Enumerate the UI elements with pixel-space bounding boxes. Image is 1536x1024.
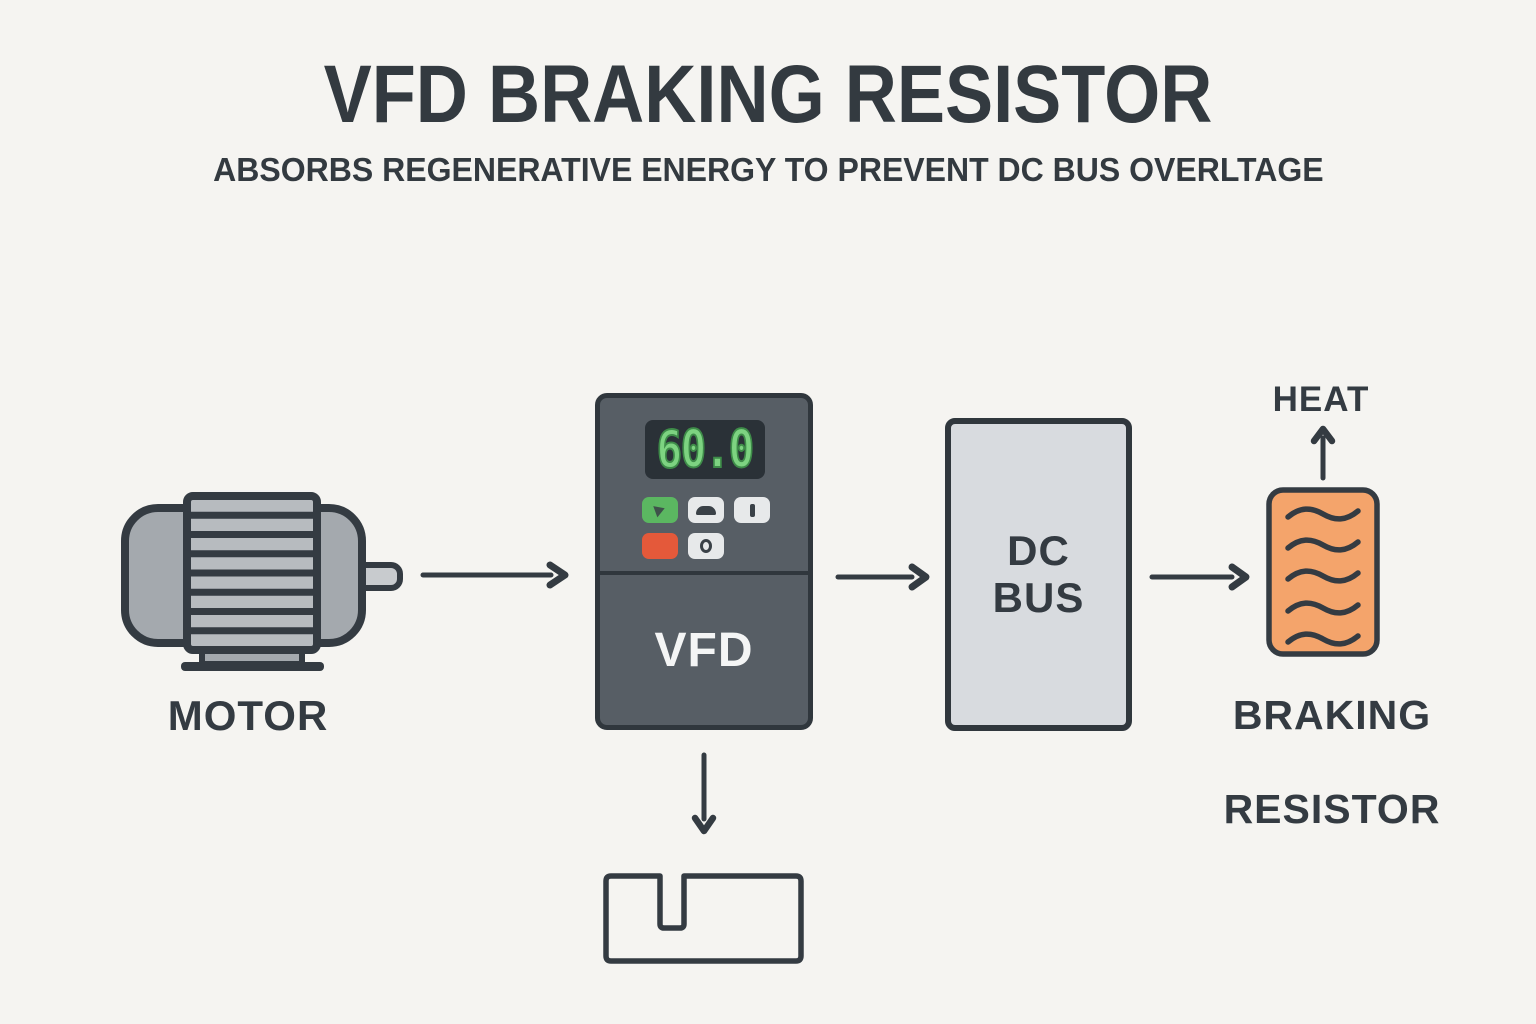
power-on-icon [749, 503, 755, 517]
motor-icon [121, 492, 403, 671]
vfd-display: 60.0 [645, 420, 765, 479]
run-icon [653, 502, 667, 518]
braking-resistor-label-line2: RESISTOR [1223, 786, 1441, 833]
power-on-button [734, 497, 770, 523]
drop-arrow-vfd-down [691, 752, 717, 835]
power-off-icon [700, 539, 712, 553]
heat-label: HEAT [1272, 380, 1370, 419]
dome-button [688, 497, 724, 523]
vfd-divider [600, 571, 808, 575]
notched-box-icon [603, 873, 804, 964]
page-subtitle: ABSORBS REGENERATIVE ENERGY TO PREVENT D… [212, 151, 1324, 188]
dc-bus-label-line2: BUS [992, 573, 1085, 621]
subheader: ABSORBS REGENERATIVE ENERGY TO PREVENT D… [0, 153, 1536, 186]
page-title: VFD BRAKING RESISTOR [323, 49, 1213, 140]
header: VFD BRAKING RESISTOR [0, 54, 1536, 136]
dome-icon [696, 505, 716, 515]
heat-waves-icon [1285, 506, 1361, 647]
braking-resistor-icon [1266, 487, 1380, 657]
flow-arrow-dcbus-to-resistor [1149, 563, 1250, 591]
motor-label: MOTOR [167, 692, 329, 739]
vfd-display-value: 60.0 [656, 419, 755, 480]
braking-resistor-label-line1: BRAKING [1232, 692, 1432, 738]
stop-button [642, 533, 678, 559]
vfd-label: VFD [654, 623, 754, 677]
power-off-button [688, 533, 724, 559]
dc-bus-label-line1: DC [1007, 527, 1070, 575]
dc-bus-box: DC BUS [945, 418, 1132, 731]
flow-arrow-motor-to-vfd [420, 561, 569, 589]
heat-arrow [1310, 425, 1336, 481]
run-button [642, 497, 678, 523]
flow-arrow-vfd-to-dcbus [835, 563, 930, 591]
vfd-unit: 60.0 VFD [595, 393, 813, 730]
braking-resistor-label: BRAKING RESISTOR [1224, 692, 1441, 833]
